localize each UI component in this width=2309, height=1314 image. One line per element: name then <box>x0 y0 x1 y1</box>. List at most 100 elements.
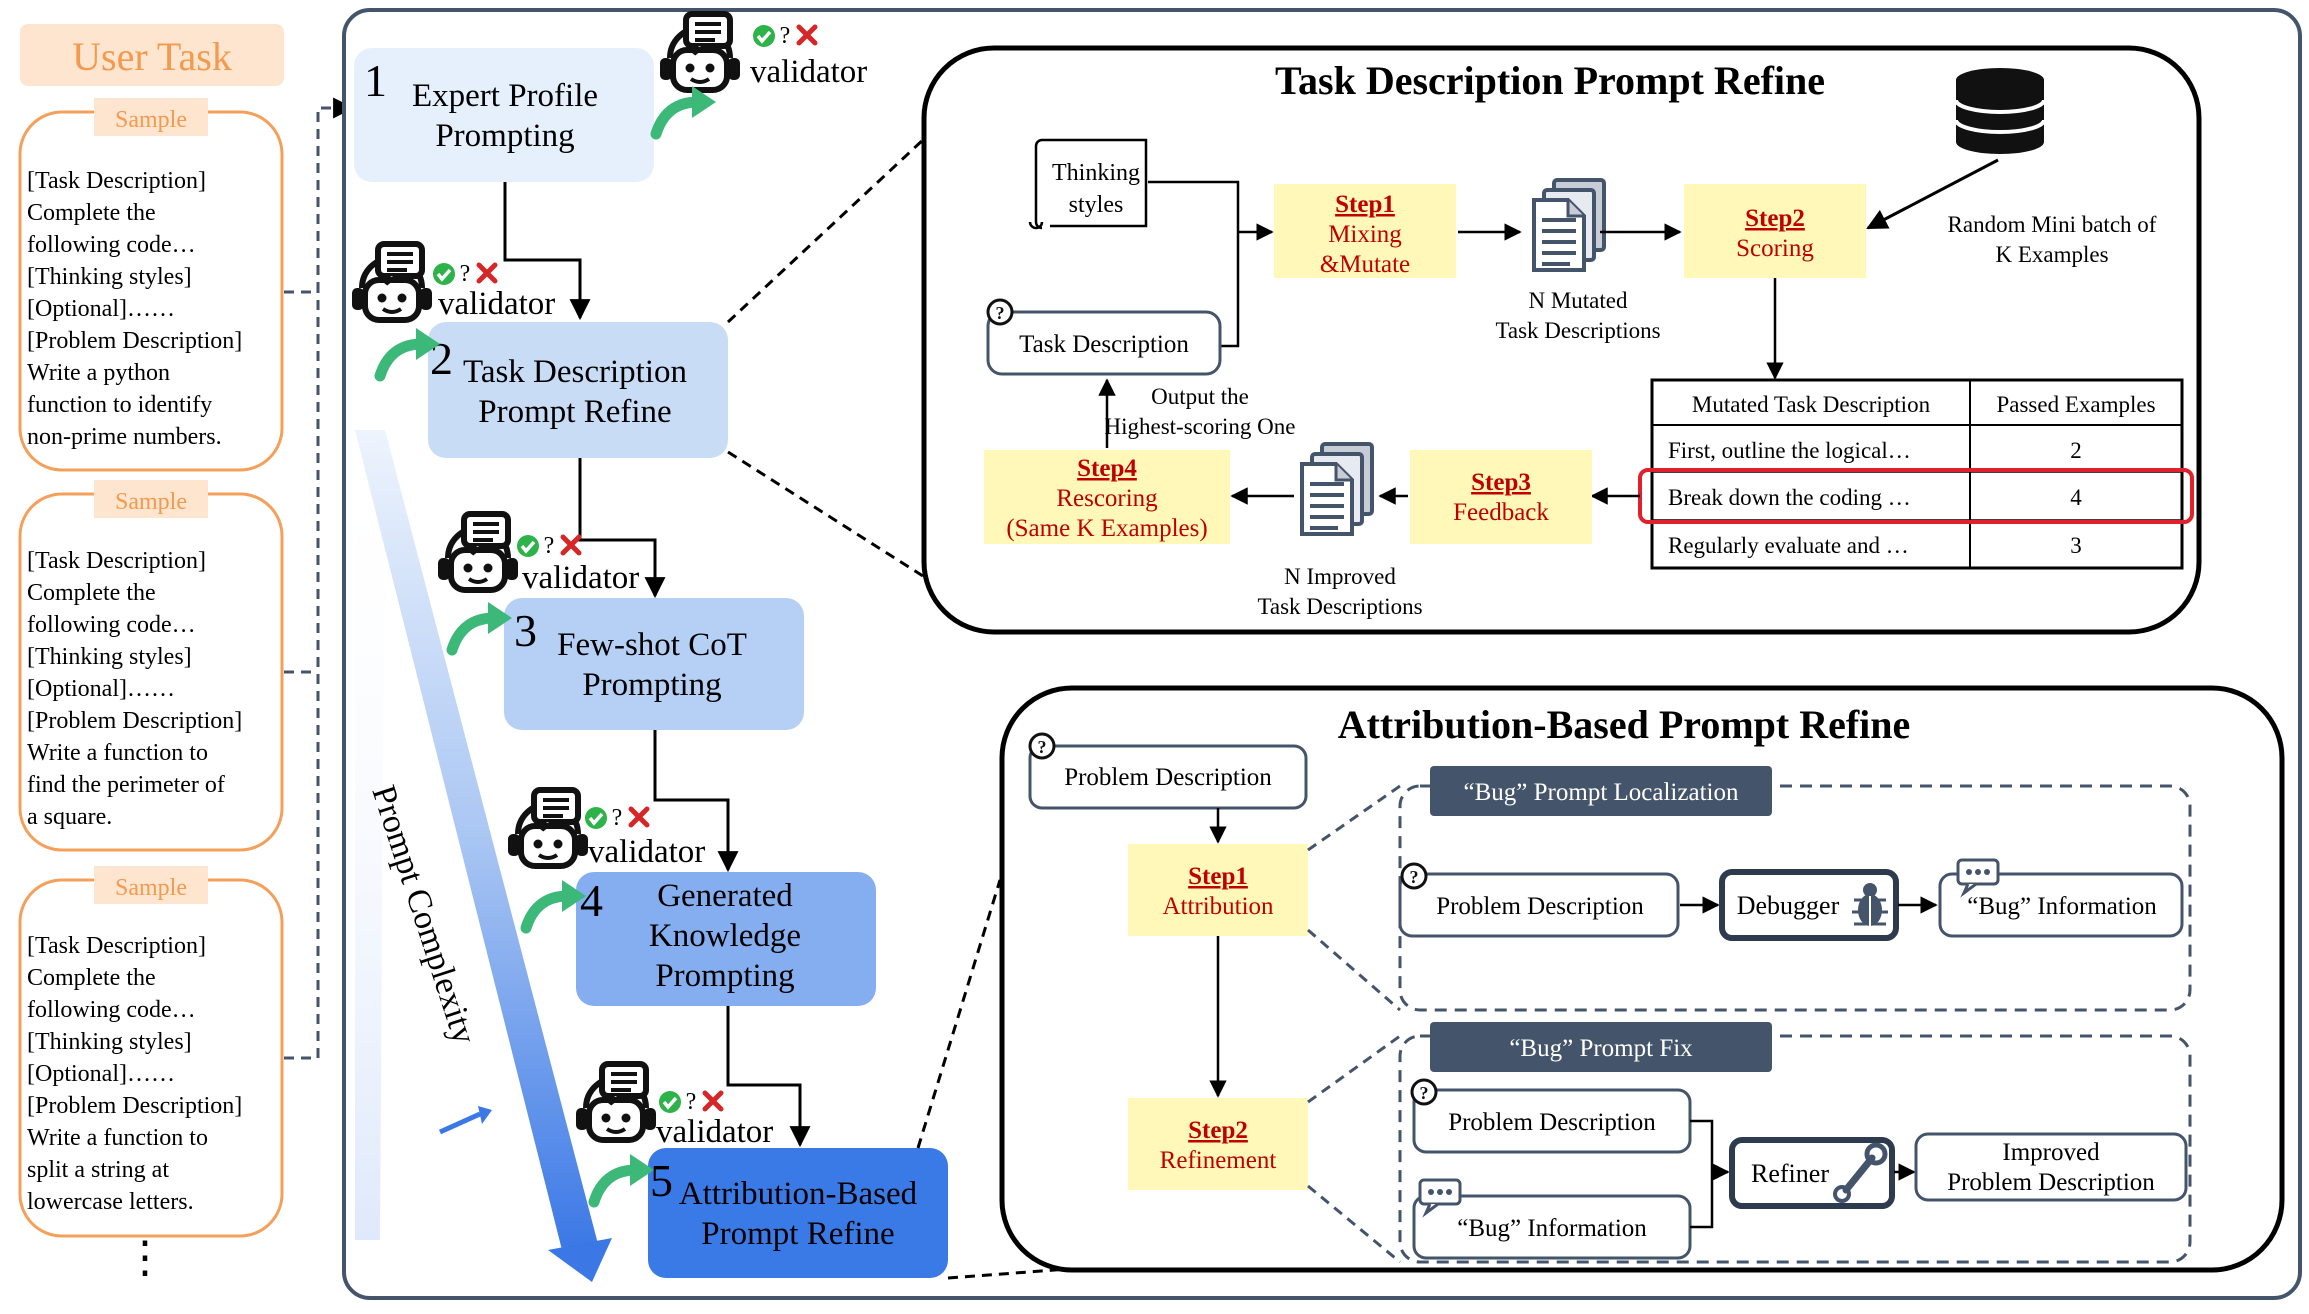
table-cell: 3 <box>2070 533 2082 558</box>
localization-title: “Bug” Prompt Localization <box>1464 779 1739 806</box>
step-box <box>1274 184 1456 278</box>
text-line: Rescoring <box>1056 485 1158 512</box>
text-line: non-prime numbers. <box>27 424 222 450</box>
task-description-node[interactable]: Task Description <box>986 298 1222 376</box>
bug-info-node[interactable]: “Bug” Information <box>1938 858 2184 938</box>
validator-5: validator <box>576 1064 773 1202</box>
table-cell: First, outline the logical… <box>1668 438 1911 463</box>
text-line: Generated <box>657 878 793 914</box>
stage-box <box>354 48 654 182</box>
step-box <box>1128 844 1308 936</box>
text-line: Task Descriptions <box>1257 594 1422 619</box>
text-line: Attribution <box>1162 893 1274 920</box>
step1-mixing: Step1 Mixing&Mutate <box>1274 184 1456 278</box>
text-line: [Task Description] <box>27 548 206 574</box>
validator-label: validator <box>750 54 867 90</box>
text-line: Feedback <box>1453 499 1549 526</box>
step-title: Step1 <box>1335 191 1395 218</box>
problem-description-node[interactable]: Problem Description <box>1028 732 1308 810</box>
text-line: [Optional]…… <box>27 676 175 702</box>
step-box <box>1684 184 1866 278</box>
attr-refine-panel <box>999 685 2285 1273</box>
stage-number: 1 <box>364 55 387 106</box>
step-box <box>984 450 1230 544</box>
text-line: Thinking <box>1052 160 1140 186</box>
text-line: [Thinking styles] <box>27 264 192 290</box>
text-line: &Mutate <box>1320 251 1410 278</box>
flow-arrow <box>653 730 739 873</box>
fix-problem-label: Problem Description <box>1448 1109 1656 1136</box>
text-line: Scoring <box>1736 235 1814 262</box>
table-cell: Regularly evaluate and … <box>1668 533 1909 558</box>
text-line: Output the <box>1151 384 1249 409</box>
fix-bug-info-node[interactable]: “Bug” Information <box>1412 1178 1692 1260</box>
text-line: Improved <box>2002 1139 2100 1166</box>
document-icon <box>1532 178 1606 272</box>
step-label: Scoring <box>1736 235 1814 262</box>
task-description-label: Task Description <box>1019 331 1189 358</box>
text-line: Prompting <box>582 667 721 703</box>
stage-number: 3 <box>514 605 537 656</box>
sample-tag: Sample <box>115 107 187 133</box>
attr-refine-title: Attribution-Based Prompt Refine <box>1338 702 1911 747</box>
table-header: Mutated Task Description <box>1692 392 1931 417</box>
text-line: Complete the <box>27 965 156 991</box>
text-line: Expert Profile <box>412 78 598 114</box>
loc-problem-node[interactable]: Problem Description <box>1398 862 1680 938</box>
text-line: K Examples <box>1995 242 2108 267</box>
zoom-connector <box>727 450 946 592</box>
text-line: [Optional]…… <box>27 296 175 322</box>
step3-feedback: Step3 Feedback <box>1410 450 1592 544</box>
step-title: Step1 <box>1188 863 1248 890</box>
attr-step2: Step2 Refinement <box>1128 1098 1308 1190</box>
fix-problem-node[interactable]: Problem Description <box>1410 1078 1692 1154</box>
zoom-connector <box>1307 1034 1401 1104</box>
text-line: Write a python <box>27 360 170 386</box>
debugger-label: Debugger <box>1737 891 1840 920</box>
stage-number: 5 <box>650 1155 673 1206</box>
text-line: following code… <box>27 232 196 258</box>
text-line: Refinement <box>1160 1147 1277 1174</box>
text-line: Random Mini batch of <box>1948 212 2157 237</box>
database-icon <box>1954 68 2046 154</box>
step-label: Feedback <box>1453 499 1549 526</box>
debugger-node[interactable]: Debugger <box>1719 869 1899 941</box>
step-label: Rescoring(Same K Examples) <box>1006 485 1207 542</box>
text-line: [Optional]…… <box>27 1061 175 1087</box>
text-line: Mixing <box>1328 221 1402 248</box>
text-line: Knowledge <box>649 918 801 954</box>
localization-title-bar <box>1430 766 1772 816</box>
zoom-connector <box>916 879 1002 1149</box>
refiner-node[interactable]: Refiner <box>1729 1137 1895 1209</box>
question-icon <box>1028 732 1056 760</box>
complexity-arrow <box>355 430 612 1282</box>
step-title: Step2 <box>1745 205 1805 232</box>
stage-box <box>504 598 804 730</box>
user-task-header <box>20 24 284 86</box>
validator-3: validator <box>438 514 639 650</box>
table-cell: 2 <box>2070 438 2082 463</box>
stage-box <box>428 322 728 458</box>
flow-line <box>1148 180 1240 348</box>
text-line: Attribution-Based <box>679 1176 918 1212</box>
zoom-connector <box>1307 1184 1401 1264</box>
step-label: Mixing&Mutate <box>1320 221 1410 278</box>
validator-label: validator <box>588 834 705 870</box>
stage-box <box>576 872 876 1006</box>
step-label: Attribution <box>1162 893 1274 920</box>
